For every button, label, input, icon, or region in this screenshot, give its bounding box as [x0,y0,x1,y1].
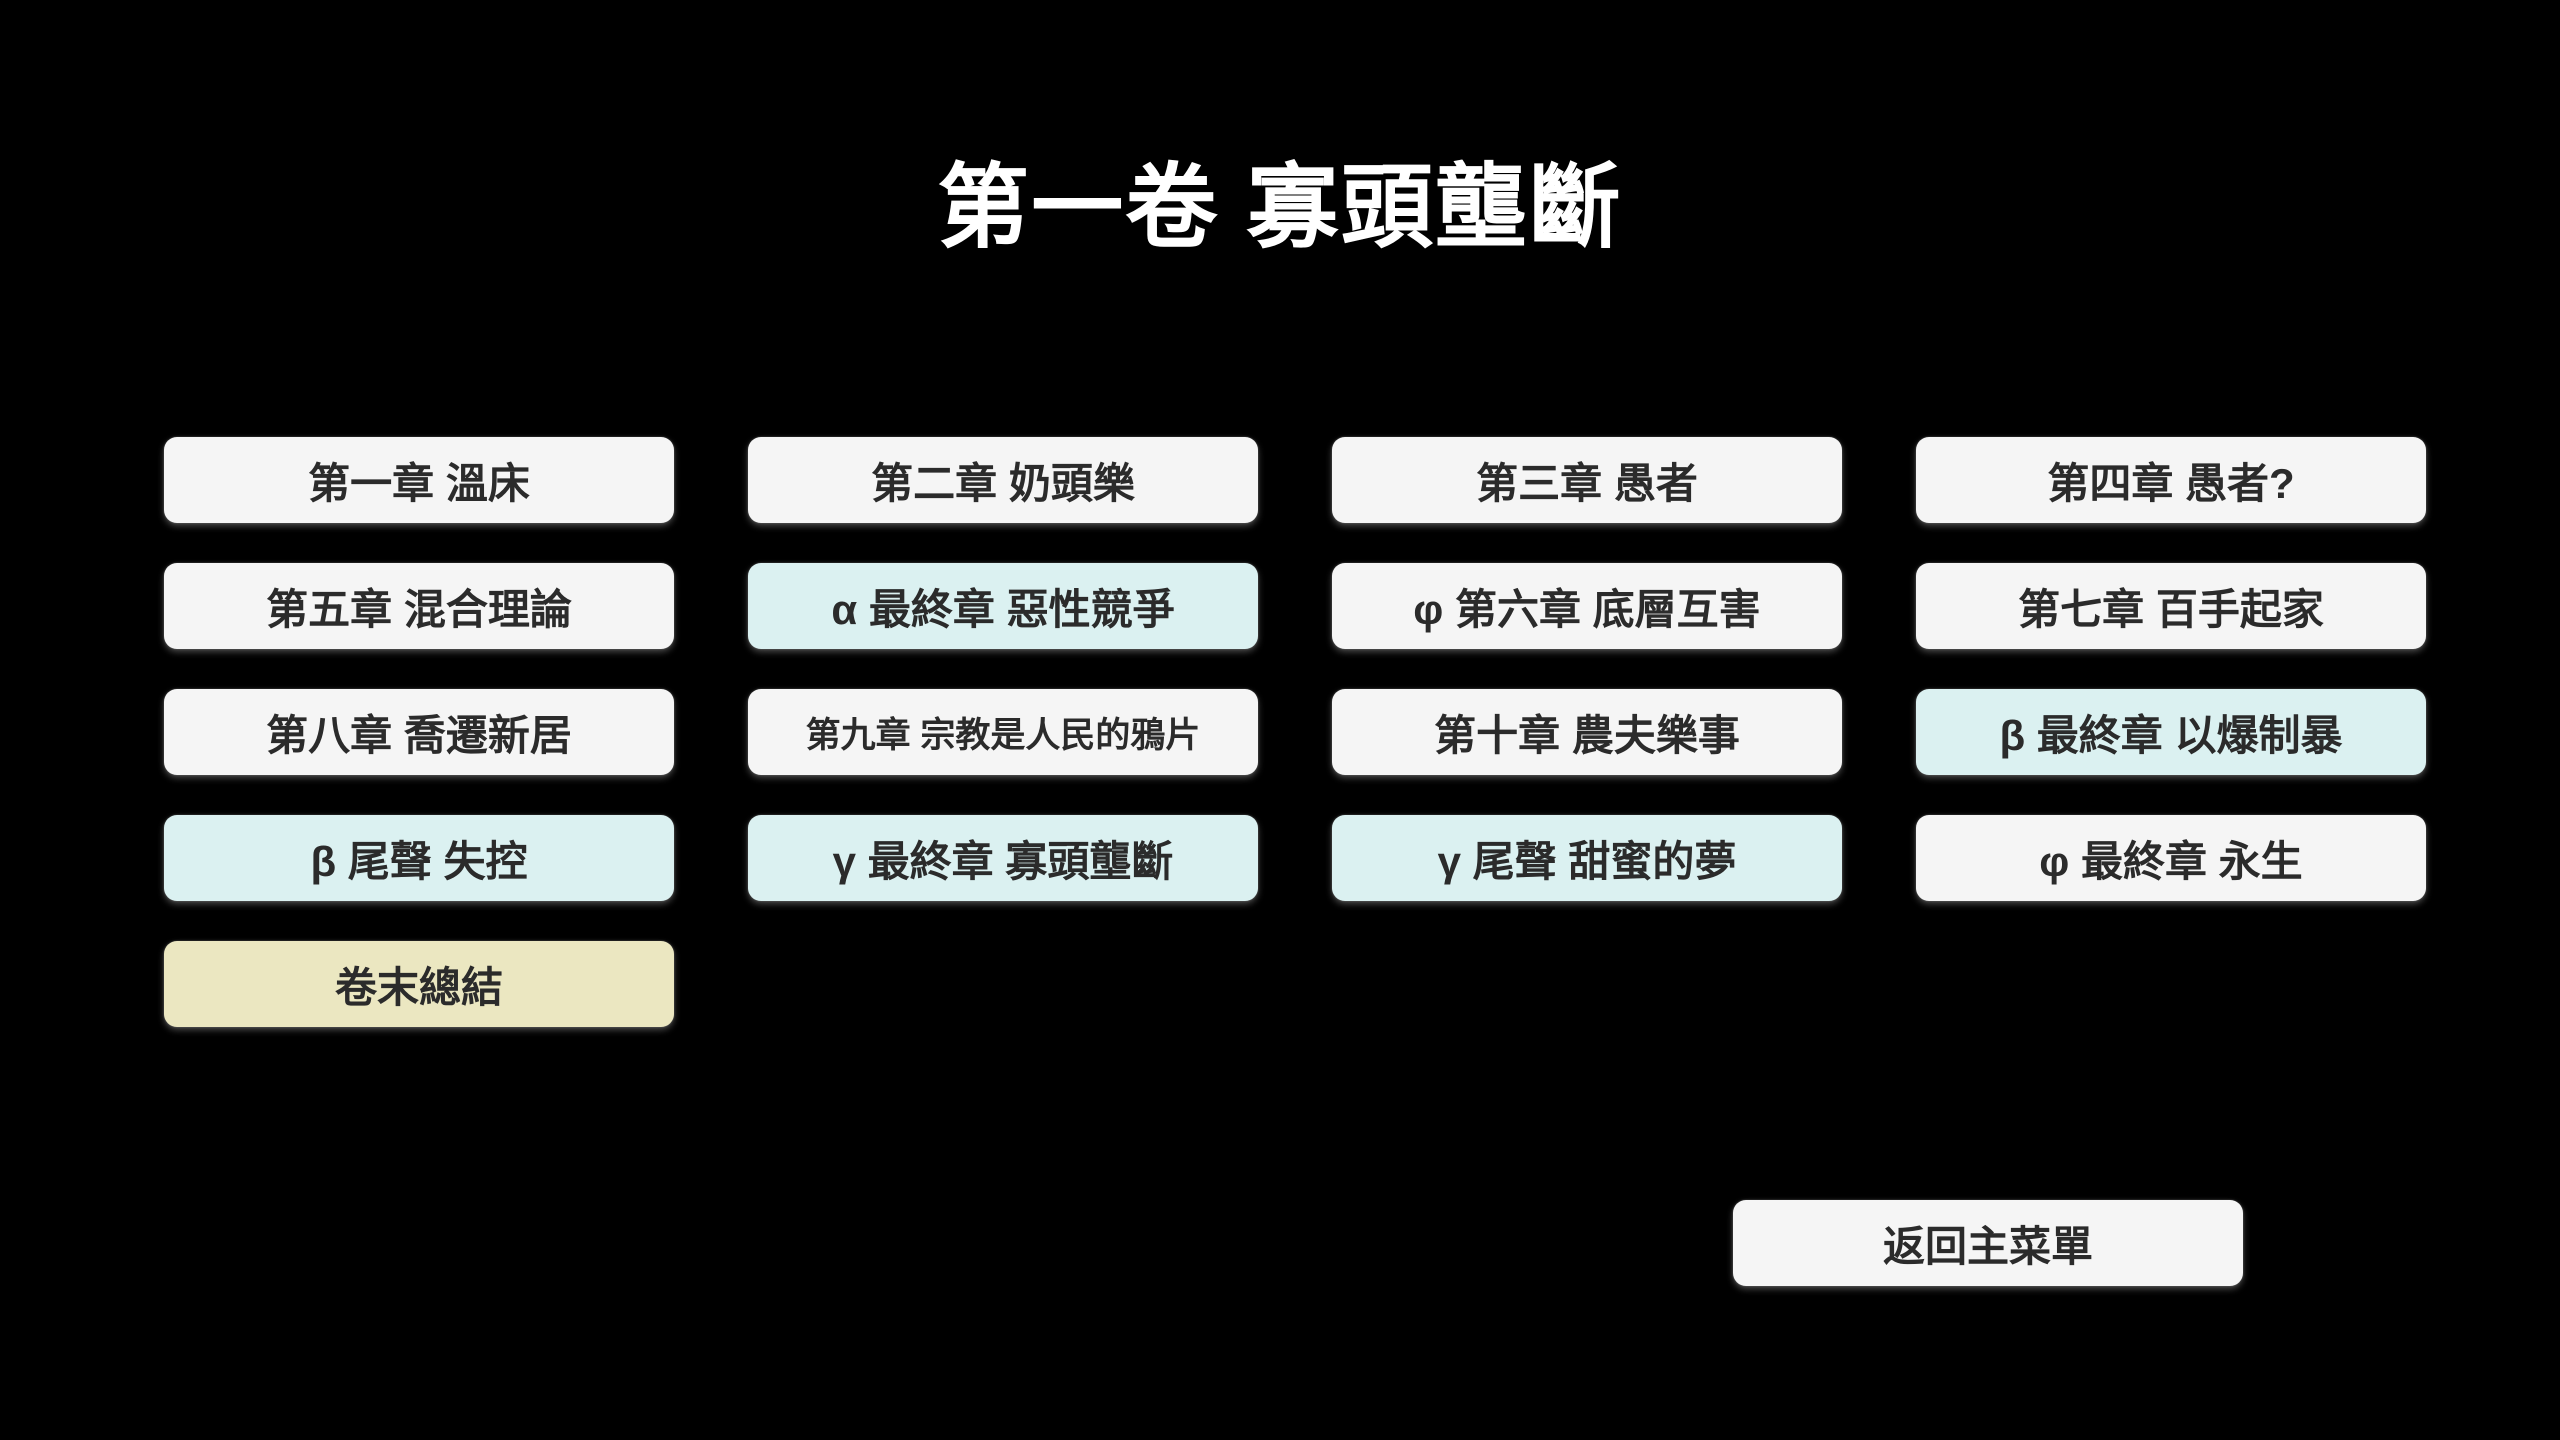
chapter-button-10[interactable]: 第九章 宗教是人民的鴉片 [748,689,1258,775]
chapter-button-5[interactable]: 第五章 混合理論 [164,563,674,649]
chapter-button-12[interactable]: β 最終章 以爆制暴 [1916,689,2426,775]
chapter-button-15[interactable]: γ 尾聲 甜蜜的夢 [1332,815,1842,901]
chapter-button-16[interactable]: φ 最終章 永生 [1916,815,2426,901]
chapter-button-13[interactable]: β 尾聲 失控 [164,815,674,901]
chapter-button-11[interactable]: 第十章 農夫樂事 [1332,689,1842,775]
chapter-button-3[interactable]: 第三章 愚者 [1332,437,1842,523]
chapter-button-14[interactable]: γ 最終章 寡頭壟斷 [748,815,1258,901]
chapter-button-7[interactable]: φ 第六章 底層互害 [1332,563,1842,649]
chapter-button-8[interactable]: 第七章 百手起家 [1916,563,2426,649]
chapter-button-17[interactable]: 卷末總結 [164,941,674,1027]
chapter-button-6[interactable]: α 最終章 惡性競爭 [748,563,1258,649]
chapter-grid: 第一章 溫床第二章 奶頭樂第三章 愚者第四章 愚者? 第五章 混合理論 α 最終章 … [164,437,2426,1027]
chapter-button-9[interactable]: 第八章 喬遷新居 [164,689,674,775]
chapter-button-1[interactable]: 第一章 溫床 [164,437,674,523]
volume-title: 第一卷 寡頭壟斷 [937,157,1623,259]
chapter-button-2[interactable]: 第二章 奶頭樂 [748,437,1258,523]
return-main-menu-button[interactable]: 返回主菜單 [1733,1200,2243,1286]
chapter-button-4[interactable]: 第四章 愚者? [1916,437,2426,523]
